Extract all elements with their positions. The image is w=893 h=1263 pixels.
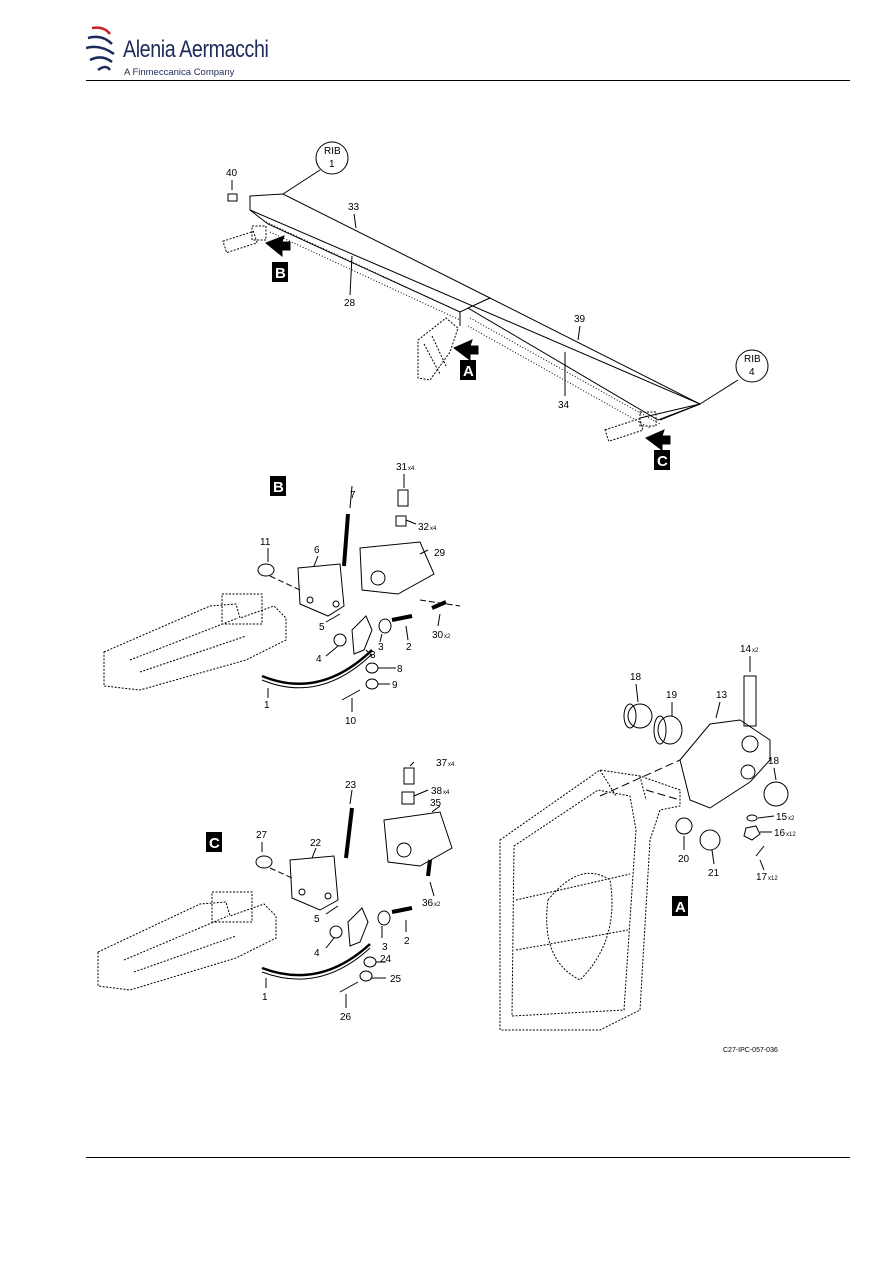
callout-35: 35 bbox=[430, 798, 442, 809]
callout-17: 17 bbox=[756, 872, 768, 883]
view-letter-b-overview: B bbox=[272, 262, 288, 282]
callout-36: 36 bbox=[422, 898, 434, 909]
figure-reference: C27-IPC-057-036 bbox=[723, 1047, 778, 1054]
callout-36-qty: x2 bbox=[434, 902, 441, 908]
callout-2c: 2 bbox=[404, 936, 410, 947]
callout-40: 40 bbox=[226, 168, 238, 179]
callout-14-qty: x2 bbox=[752, 648, 759, 654]
svg-text:C: C bbox=[209, 835, 220, 852]
svg-text:B: B bbox=[273, 479, 284, 496]
callout-29: 29 bbox=[434, 548, 446, 559]
header-rule bbox=[86, 80, 850, 81]
view-letter-c-detail: C bbox=[206, 832, 222, 852]
callout-1c: 1 bbox=[262, 992, 268, 1003]
view-letter-a-overview: A bbox=[460, 360, 476, 380]
callout-22: 22 bbox=[310, 838, 322, 849]
callout-7: 7 bbox=[350, 490, 356, 501]
callout-3c: 3 bbox=[382, 942, 388, 953]
callout-30: 30 bbox=[432, 630, 444, 641]
brand-name: Alenia Aermacchi bbox=[123, 36, 269, 63]
callout-32: 32 bbox=[418, 522, 430, 533]
callout-26: 26 bbox=[340, 1012, 352, 1023]
callout-8: 8 bbox=[397, 664, 403, 675]
callout-30-qty: x2 bbox=[444, 634, 451, 640]
callout-18a: 18 bbox=[630, 672, 642, 683]
callout-14: 14 bbox=[740, 644, 752, 655]
detail-a-drawing bbox=[499, 656, 789, 1031]
callout-27: 27 bbox=[256, 830, 268, 841]
callout-32-qty: x4 bbox=[430, 526, 437, 532]
callout-9: 9 bbox=[392, 680, 398, 691]
callout-39: 39 bbox=[574, 314, 586, 325]
svg-text:A: A bbox=[463, 363, 474, 380]
callout-17-qty: x12 bbox=[768, 876, 778, 882]
overview-fitting-b bbox=[222, 225, 267, 254]
rib-end-line1: RIB bbox=[744, 354, 761, 365]
callout-31-qty: x4 bbox=[408, 466, 415, 472]
brand-tagline: A Finmeccanica Company bbox=[124, 67, 235, 78]
callout-21: 21 bbox=[708, 868, 720, 879]
callout-37-qty: x4 bbox=[448, 762, 455, 768]
callout-16: 16 bbox=[774, 828, 786, 839]
callout-4c: 4 bbox=[314, 948, 320, 959]
view-letter-b-detail: B bbox=[270, 476, 286, 496]
svg-text:C: C bbox=[657, 453, 668, 470]
brand-swoosh-icon bbox=[85, 26, 115, 72]
callout-5c: 5 bbox=[314, 914, 320, 925]
rib-end-line2: 4 bbox=[749, 367, 755, 378]
detail-c-drawing bbox=[97, 761, 453, 1008]
callout-5: 5 bbox=[319, 622, 325, 633]
svg-text:A: A bbox=[675, 899, 686, 916]
view-letter-a-detail: A bbox=[672, 896, 688, 916]
callout-20: 20 bbox=[678, 854, 690, 865]
callout-34: 34 bbox=[558, 400, 570, 411]
callout-15: 15 bbox=[776, 812, 788, 823]
callout-38: 38 bbox=[431, 786, 443, 797]
callout-38-qty: x4 bbox=[443, 790, 450, 796]
callout-23: 23 bbox=[345, 780, 357, 791]
rib-start-line1: RIB bbox=[324, 146, 341, 157]
callout-10: 10 bbox=[345, 716, 357, 727]
callout-24: 24 bbox=[380, 954, 392, 965]
callout-19: 19 bbox=[666, 690, 678, 701]
callout-4: 4 bbox=[316, 654, 322, 665]
callout-2: 2 bbox=[406, 642, 412, 653]
callout-6: 6 bbox=[314, 545, 320, 556]
callout-15-qty: x2 bbox=[788, 816, 795, 822]
callout-3b: 3 bbox=[370, 650, 376, 661]
svg-text:B: B bbox=[275, 265, 286, 282]
overview-fitting-a bbox=[417, 317, 459, 381]
callout-37: 37 bbox=[436, 758, 448, 769]
callout-31: 31 bbox=[396, 462, 408, 473]
callout-18b: 18 bbox=[768, 756, 780, 767]
callout-28: 28 bbox=[344, 298, 356, 309]
callout-3: 3 bbox=[378, 642, 384, 653]
brand-logo: Alenia Aermacchi A Finmeccanica Company bbox=[85, 24, 286, 84]
overview-panel bbox=[249, 193, 702, 429]
footer-rule bbox=[86, 1157, 850, 1158]
callout-25: 25 bbox=[390, 974, 402, 985]
callout-1: 1 bbox=[264, 700, 270, 711]
rib-start-line2: 1 bbox=[329, 159, 335, 170]
callout-16-qty: x12 bbox=[786, 832, 796, 838]
callout-13: 13 bbox=[716, 690, 728, 701]
view-letter-c-overview: C bbox=[654, 450, 670, 470]
callout-33: 33 bbox=[348, 202, 360, 213]
callout-11: 11 bbox=[260, 537, 271, 548]
detail-b-drawing bbox=[103, 474, 461, 712]
overview-fitting-c bbox=[604, 411, 657, 442]
